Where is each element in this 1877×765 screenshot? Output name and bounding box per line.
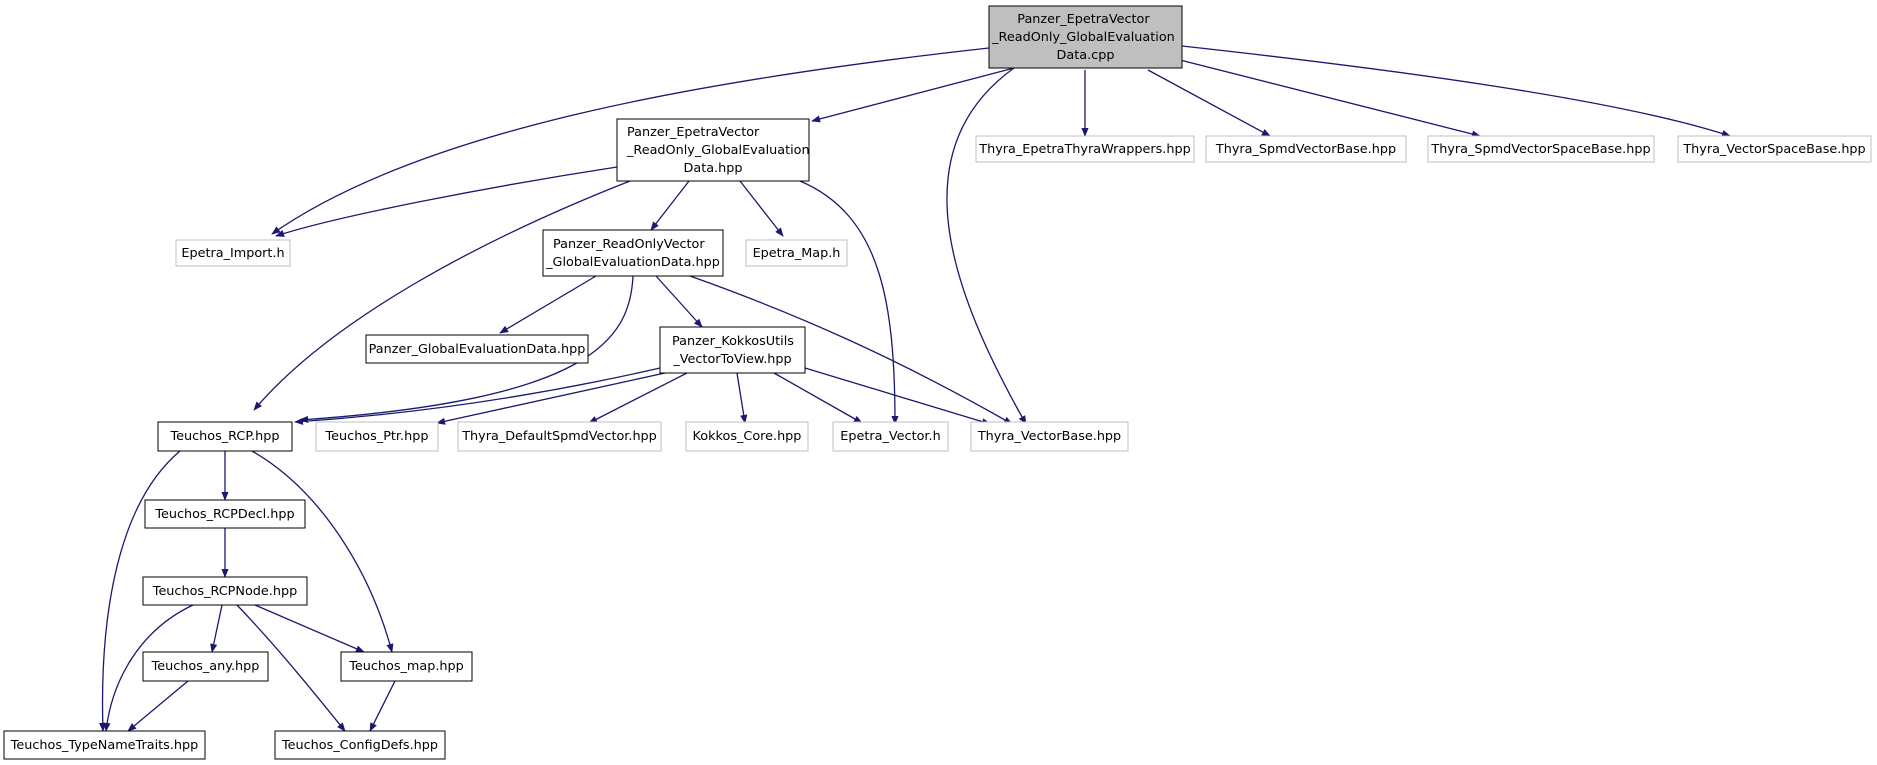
node-epetra-map[interactable]: Epetra_Map.h — [745, 239, 848, 267]
edge-ku-to-thyra-default-spmd — [588, 372, 688, 424]
svg-text:Panzer_GlobalEvaluationData.hp: Panzer_GlobalEvaluationData.hpp — [369, 342, 586, 357]
edge-rov-to-teuchos-rcp — [299, 275, 634, 424]
node-epetra-import[interactable]: Epetra_Import.h — [175, 239, 291, 267]
root-line-2: _ReadOnly_GlobalEvaluation — [991, 30, 1175, 45]
node-thyra-default-spmd[interactable]: Thyra_DefaultSpmdVector.hpp — [457, 421, 662, 452]
node-thyra-wrappers[interactable]: Thyra_EpetraThyraWrappers.hpp — [975, 135, 1195, 163]
svg-text:Panzer_EpetraVector _R: Panzer_EpetraVector _ReadOnly_GlobalEval… — [626, 125, 810, 158]
nodes: Panzer_EpetraVector _ReadOnly_GlobalEval… — [3, 5, 1872, 760]
edge-root-to-epetra-vector-hpp — [811, 67, 1015, 123]
rov-line-1: Panzer_ReadOnlyVector — [553, 237, 705, 252]
evhpp-line-2: _ReadOnly_GlobalEvaluation — [626, 143, 810, 158]
svg-text:Epetra_Map.h: Epetra_Map.h — [753, 246, 841, 261]
edge-rcp-to-typename — [99, 450, 181, 732]
node-teuchos-rcpdecl[interactable]: Teuchos_RCPDecl.hpp — [144, 499, 306, 529]
edge-evhpp-to-teuchos-rcp — [253, 180, 631, 411]
edge-root-to-epetra-import — [271, 47, 990, 235]
edge-evhpp-to-readonly-vec — [650, 180, 690, 231]
edge-rcpnode-to-any — [210, 604, 223, 653]
ku-line-1: Panzer_KokkosUtils — [672, 334, 794, 349]
edge-rov-to-thyra-vectorbase — [689, 275, 1013, 425]
svg-text:Thyra_VectorBase.hpp: Thyra_VectorBase.hpp — [977, 429, 1121, 444]
svg-text:Epetra_Import.h: Epetra_Import.h — [181, 246, 284, 261]
svg-text:Epetra_Vector.h: Epetra_Vector.h — [840, 429, 940, 444]
edge-root-to-thyra-spmd-vsb — [1179, 59, 1481, 138]
svg-text:Teuchos_RCPDecl.hpp: Teuchos_RCPDecl.hpp — [154, 507, 294, 522]
edge-rov-to-kokkos-utils — [655, 275, 703, 328]
edge-rcpnode-to-map — [254, 604, 365, 653]
edge-ku-to-teuchos-rcp — [294, 367, 661, 426]
edge-map-to-config — [369, 680, 396, 732]
node-epetra-vector-hpp[interactable]: Panzer_EpetraVector _ReadOnly_GlobalEval… — [616, 118, 810, 182]
svg-text:Data.hpp: Data.hpp — [684, 161, 743, 176]
edge-any-to-typename — [127, 680, 189, 732]
node-kokkos-utils[interactable]: Panzer_KokkosUtils _VectorToView.hpp — [659, 326, 806, 374]
node-teuchos-rcpnode[interactable]: Teuchos_RCPNode.hpp — [142, 576, 308, 606]
svg-text:Thyra_EpetraThyraWrappers.hpp: Thyra_EpetraThyraWrappers.hpp — [978, 142, 1190, 157]
svg-text:Teuchos_ConfigDefs.hpp: Teuchos_ConfigDefs.hpp — [281, 738, 438, 753]
root-line-1: Panzer_EpetraVector — [1017, 12, 1150, 27]
edge-ku-to-thyra-vectorbase — [804, 367, 991, 426]
svg-text:Thyra_SpmdVectorSpaceBase.hpp: Thyra_SpmdVectorSpaceBase.hpp — [1430, 142, 1650, 157]
node-thyra-spmd-vsb[interactable]: Thyra_SpmdVectorSpaceBase.hpp — [1427, 135, 1655, 163]
svg-text:Teuchos_RCPNode.hpp: Teuchos_RCPNode.hpp — [152, 584, 297, 599]
edge-ku-to-epetra-vector — [773, 372, 863, 424]
edge-root-to-thyra-vectorbase — [946, 67, 1027, 425]
rov-line-2: _GlobalEvaluationData.hpp — [545, 255, 720, 270]
root-line-3: Data.cpp — [1057, 48, 1115, 63]
node-readonly-vector[interactable]: Panzer_ReadOnlyVector _GlobalEvaluationD… — [542, 229, 724, 277]
edge-evhpp-to-epetra-import — [275, 166, 618, 237]
svg-text:Thyra_SpmdVectorBase.hpp: Thyra_SpmdVectorBase.hpp — [1215, 142, 1396, 157]
node-teuchos-typename[interactable]: Teuchos_TypeNameTraits.hpp — [3, 730, 206, 760]
svg-text:_VectorToView.hpp: _VectorToView.hpp — [672, 352, 791, 367]
svg-text:Thyra_DefaultSpmdVector.hpp: Thyra_DefaultSpmdVector.hpp — [461, 429, 657, 444]
svg-text:Teuchos_any.hpp: Teuchos_any.hpp — [151, 659, 260, 674]
node-teuchos-ptr[interactable]: Teuchos_Ptr.hpp — [315, 421, 439, 452]
node-teuchos-configdefs[interactable]: Teuchos_ConfigDefs.hpp — [274, 730, 446, 760]
svg-text:Kokkos_Core.hpp: Kokkos_Core.hpp — [693, 429, 802, 444]
edge-ku-to-kokkos-core — [736, 372, 748, 424]
node-thyra-vsb[interactable]: Thyra_VectorSpaceBase.hpp — [1677, 135, 1872, 163]
svg-text:Teuchos_map.hpp: Teuchos_map.hpp — [348, 659, 464, 674]
node-teuchos-any[interactable]: Teuchos_any.hpp — [142, 651, 269, 682]
edge-rcp-to-map — [251, 450, 394, 653]
evhpp-line-1: Panzer_EpetraVector — [627, 125, 760, 140]
node-root[interactable]: Panzer_EpetraVector _ReadOnly_GlobalEval… — [988, 5, 1183, 69]
edge-evhpp-to-epetra-vector — [799, 180, 899, 425]
ku-line-2: _VectorToView.hpp — [672, 352, 791, 367]
node-teuchos-map[interactable]: Teuchos_map.hpp — [340, 651, 473, 682]
svg-text:Teuchos_Ptr.hpp: Teuchos_Ptr.hpp — [325, 429, 429, 444]
node-kokkos-core[interactable]: Kokkos_Core.hpp — [685, 421, 809, 452]
svg-text:Teuchos_TypeNameTraits.hpp: Teuchos_TypeNameTraits.hpp — [10, 738, 199, 753]
node-epetra-vector[interactable]: Epetra_Vector.h — [832, 421, 949, 452]
node-thyra-spmd-vb[interactable]: Thyra_SpmdVectorBase.hpp — [1205, 135, 1407, 163]
edge-root-to-thyra-spmd-vb — [1147, 69, 1271, 137]
node-thyra-vectorbase[interactable]: Thyra_VectorBase.hpp — [970, 421, 1129, 452]
node-teuchos-rcp[interactable]: Teuchos_RCP.hpp — [157, 421, 293, 452]
edge-rcpnode-to-typename — [103, 604, 194, 732]
edges — [99, 45, 1731, 732]
edge-rcpnode-to-config — [236, 604, 346, 732]
svg-text:Panzer_KokkosUtils: Panzer_KokkosUtils — [672, 334, 794, 349]
svg-text:Teuchos_RCP.hpp: Teuchos_RCP.hpp — [169, 429, 279, 444]
svg-text:Thyra_VectorSpaceBase.hpp: Thyra_VectorSpaceBase.hpp — [1682, 142, 1865, 157]
edge-ku-to-teuchos-ptr — [436, 372, 666, 425]
svg-text:Panzer_EpetraVector _R: Panzer_EpetraVector _ReadOnly_GlobalEval… — [991, 12, 1179, 63]
edge-root-to-thyra-vsb — [1181, 45, 1731, 137]
evhpp-line-3: Data.hpp — [684, 161, 743, 176]
edge-rov-to-global-eval — [499, 275, 597, 334]
node-global-eval[interactable]: Panzer_GlobalEvaluationData.hpp — [365, 334, 589, 364]
edge-evhpp-to-epetra-map — [739, 180, 784, 237]
svg-text:_GlobalEvaluationData.hpp: _GlobalEvaluationData.hpp — [545, 255, 720, 270]
svg-text:Panzer_ReadOnlyVector: Panzer_ReadOnlyVector — [553, 237, 705, 252]
